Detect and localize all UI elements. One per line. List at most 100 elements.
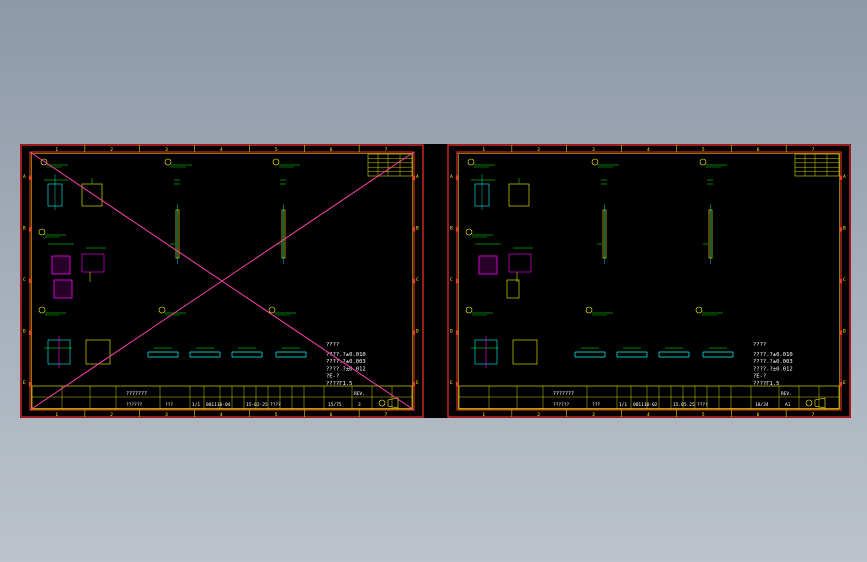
title-block-qty: ??? <box>592 402 600 408</box>
frame-marker <box>28 330 32 335</box>
view-label <box>158 306 186 316</box>
notes-block: ????????.?±0.010????.?±0.003????.?±0.012… <box>753 342 793 387</box>
zone-label-bottom: 4 <box>220 412 223 418</box>
view-part-5 <box>471 336 538 368</box>
view-marker-icon <box>591 158 599 166</box>
view-rod <box>703 179 713 264</box>
zone-label-top: 5 <box>275 147 278 153</box>
title-block-mark: ???? <box>697 402 708 408</box>
title-block-frame <box>31 385 413 410</box>
view-flat-bar <box>231 347 263 358</box>
view-flat-bar <box>147 347 179 358</box>
notes-title: ???? <box>753 342 766 348</box>
title-block-drawing-no: 001110-02 <box>633 402 658 408</box>
frame-marker <box>839 278 843 284</box>
frame-marker <box>28 382 32 387</box>
view-label <box>40 158 68 168</box>
zone-label-bottom: 6 <box>330 412 333 418</box>
title-block-scale: 1/1 <box>619 402 627 408</box>
revision-table-frame <box>367 153 413 177</box>
view-marker-icon <box>585 306 593 314</box>
part-outline <box>81 183 103 207</box>
title-block-rev-label: REV. <box>354 391 365 397</box>
zone-label-top: 7 <box>812 147 815 153</box>
frame-marker <box>455 227 459 232</box>
zone-label-bottom: 2 <box>537 412 540 418</box>
zone-label-top: 5 <box>702 147 705 153</box>
zone-label-left: D <box>23 329 26 335</box>
view-marker-icon <box>465 228 473 236</box>
revision-table-frame <box>794 153 840 177</box>
projection-circle <box>805 399 813 407</box>
view-label <box>465 228 493 238</box>
frame-marker <box>28 227 32 232</box>
view-marker-icon <box>38 228 46 236</box>
note-line: ????Γ1.5 <box>753 381 780 387</box>
frame-marker <box>839 175 843 180</box>
note-line: ????Γ1.5 <box>326 381 353 387</box>
part-outline <box>508 183 530 207</box>
zone-label-top: 3 <box>592 147 595 153</box>
zone-label-bottom: 2 <box>110 412 113 418</box>
note-line: ?E-? <box>753 374 766 380</box>
projection-symbol-icon <box>805 397 826 409</box>
view-flat-bar <box>702 347 734 358</box>
view-label <box>38 306 66 316</box>
sheet-inner-frame <box>31 153 413 409</box>
view-label <box>38 228 66 238</box>
zone-label-left: C <box>450 277 453 283</box>
title-block-rev: A1 <box>785 402 791 408</box>
view-label <box>591 158 619 168</box>
zone-label-top: 2 <box>537 147 540 153</box>
title-block-frame <box>458 385 840 410</box>
frame-marker <box>455 278 459 284</box>
title-block-title: ??????? <box>126 391 147 397</box>
zone-label-left: A <box>450 174 453 180</box>
zone-label-bottom: 7 <box>812 412 815 418</box>
zone-label-top: 4 <box>220 147 223 153</box>
view-flat-bar <box>658 347 690 358</box>
view-label <box>585 306 613 316</box>
note-line: ????.?±0.012 <box>326 366 366 372</box>
sheet-outer-border <box>20 144 424 418</box>
zone-label-top: 1 <box>55 147 58 153</box>
zone-label-bottom: 6 <box>757 412 760 418</box>
title-block-rev: 3 <box>358 402 361 408</box>
zone-label-bottom: 7 <box>385 412 388 418</box>
view-part-5 <box>44 336 111 368</box>
frame-marker <box>412 278 416 284</box>
note-line: ????.?±0.003 <box>326 359 366 365</box>
view-label <box>465 306 493 316</box>
title-block-date: 15.05.25 <box>673 402 695 408</box>
title-block-date: 15-02-25 <box>246 402 268 408</box>
projection-cone <box>387 397 399 409</box>
view-marker-icon <box>268 306 276 314</box>
zone-label-bottom: 4 <box>647 412 650 418</box>
zone-label-right: C <box>416 277 419 283</box>
note-line: ????.?±0.012 <box>753 366 793 372</box>
view-label <box>699 158 727 168</box>
title-block-qty: ??? <box>165 402 173 408</box>
view-flat-bar <box>616 347 648 358</box>
view-label <box>268 306 296 316</box>
projection-cone <box>814 397 826 409</box>
cross-out-line <box>29 151 415 411</box>
title-block-page: 18/34 <box>755 402 769 408</box>
highlighted-part <box>51 255 71 275</box>
zone-label-bottom: 1 <box>55 412 58 418</box>
sheet-outer-border <box>447 144 851 418</box>
view-marker-icon <box>38 306 46 314</box>
view-flat-bar <box>574 347 606 358</box>
title-block-drawing-no: 001110-04 <box>206 402 231 408</box>
projection-circle <box>378 399 386 407</box>
view-marker-icon <box>158 306 166 314</box>
title-block-mark: ???? <box>270 402 281 408</box>
frame-marker <box>28 278 32 284</box>
view-label <box>695 306 723 316</box>
view-marker-icon <box>465 306 473 314</box>
